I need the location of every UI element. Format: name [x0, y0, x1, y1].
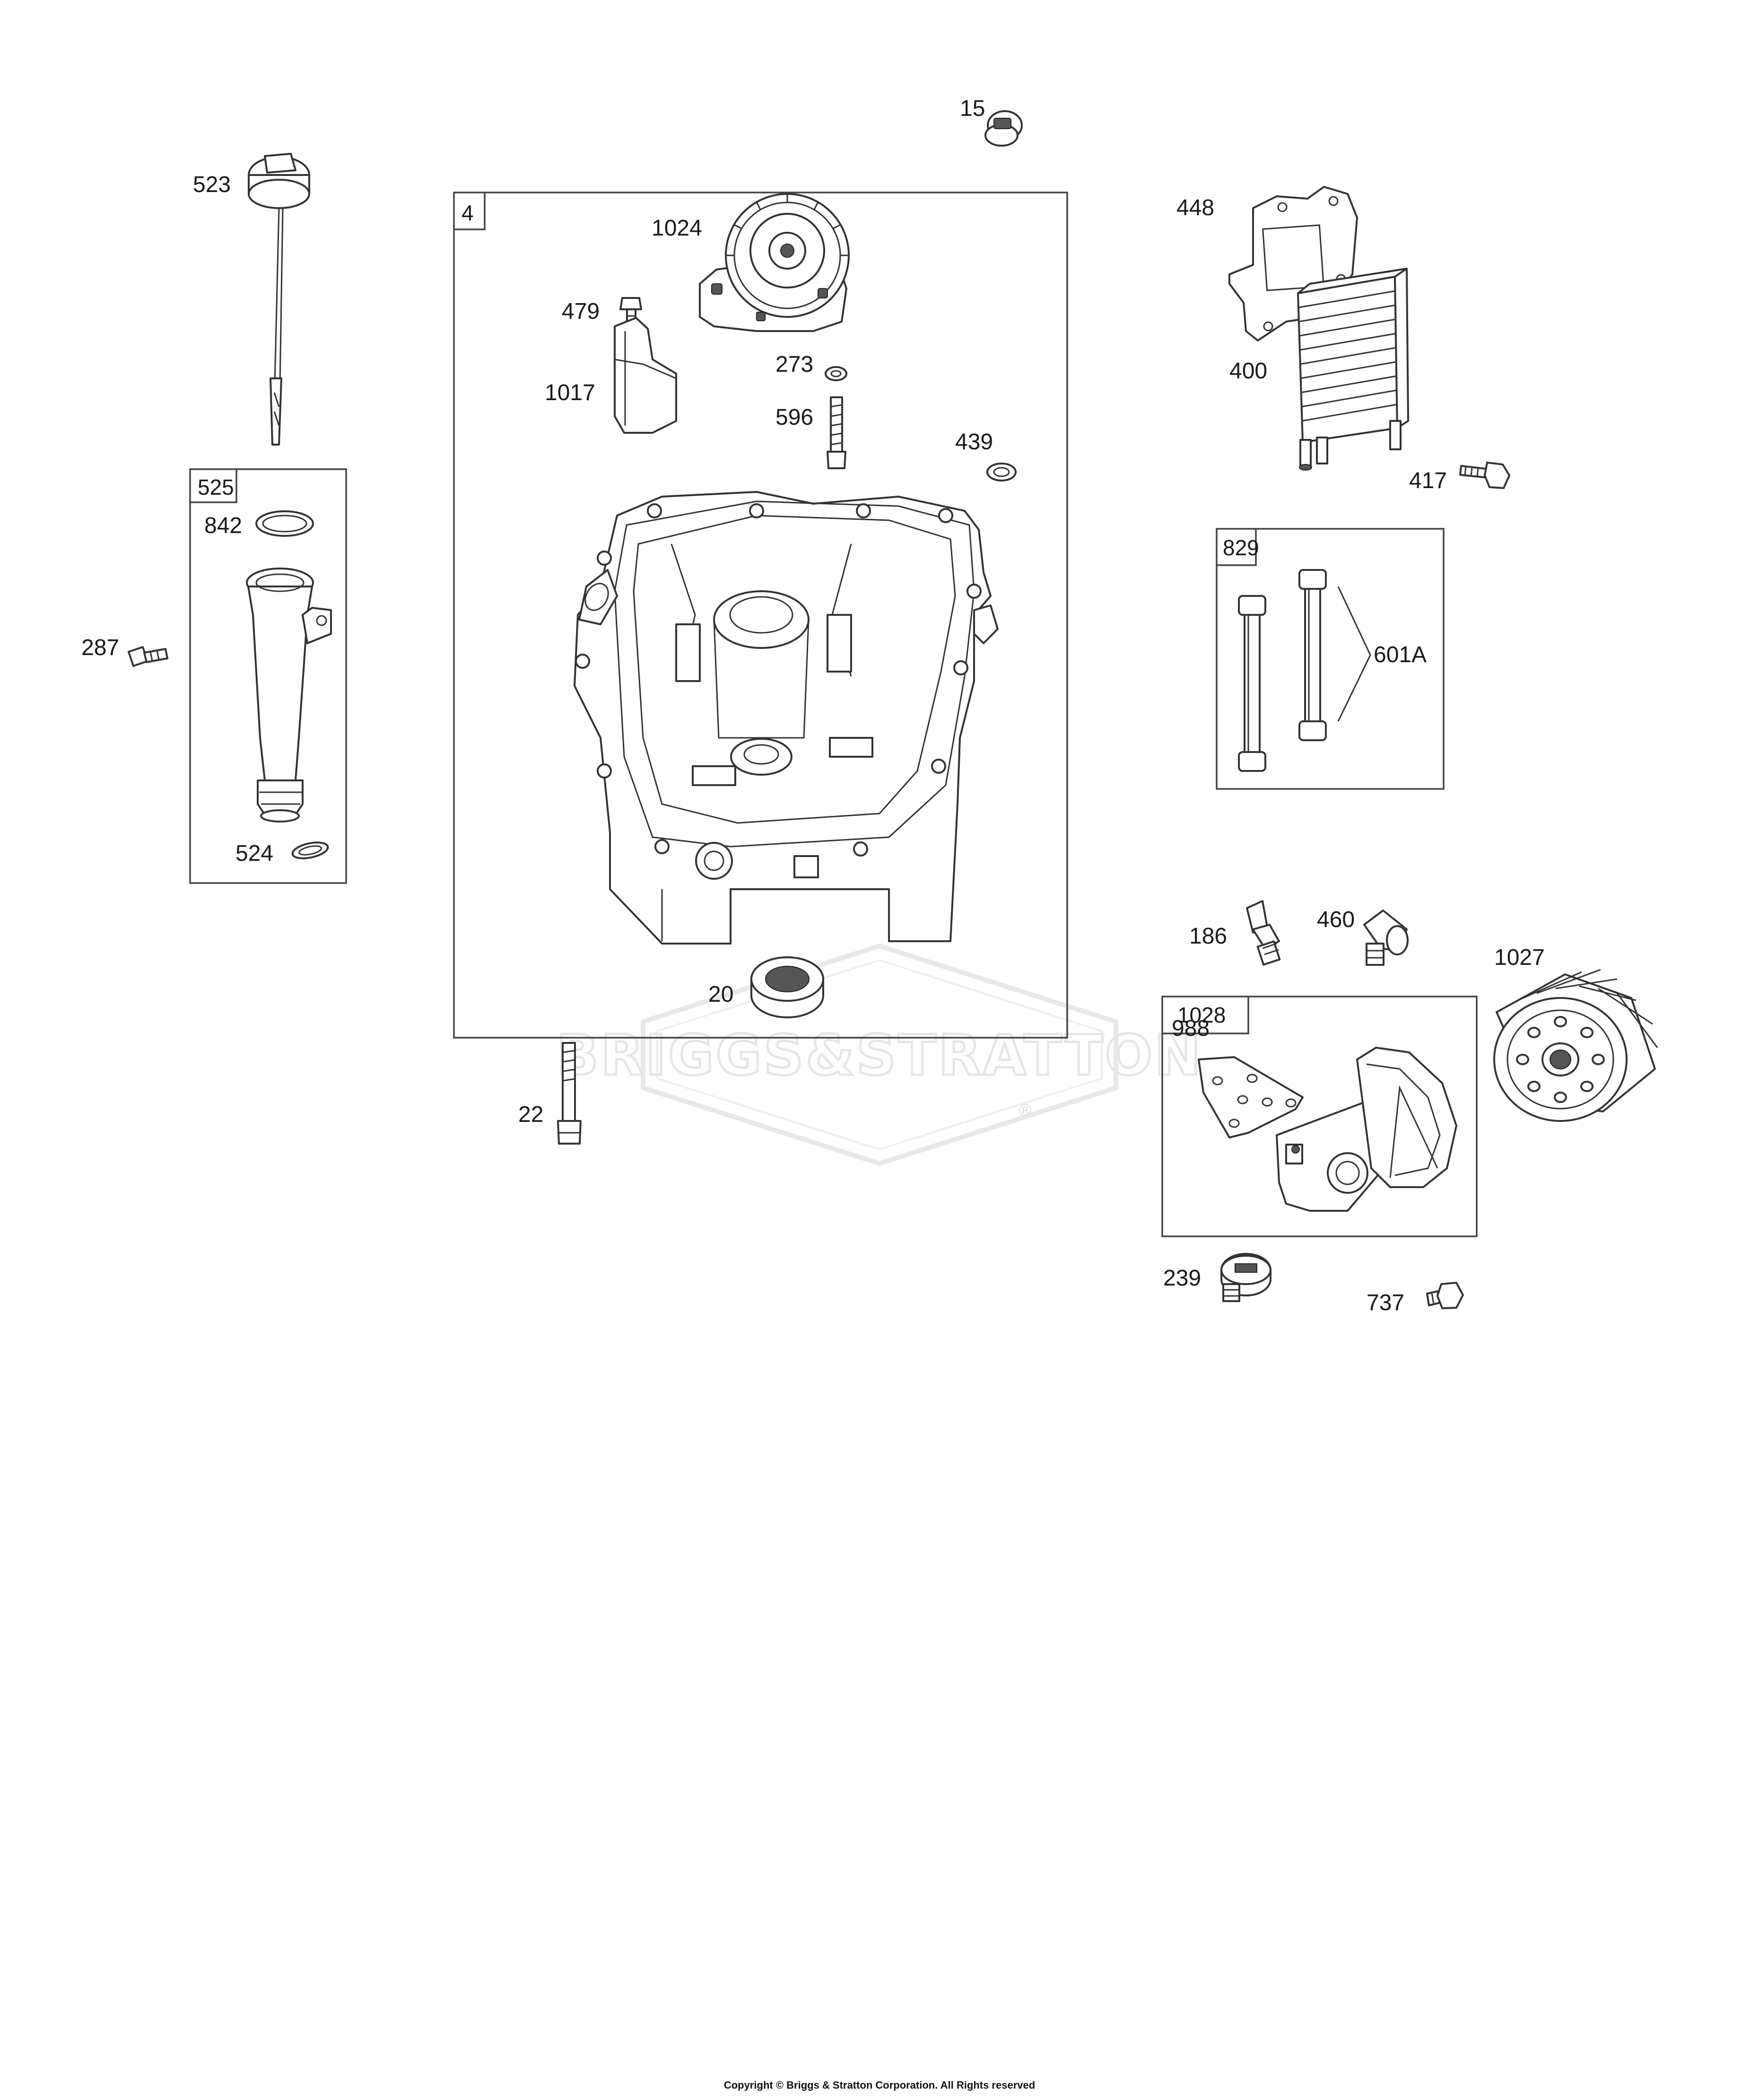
part-737-screw — [1426, 1282, 1464, 1309]
part-287-screw — [128, 646, 168, 667]
watermark-registered-mark: ® — [1017, 1101, 1034, 1120]
part-439-seal — [986, 463, 1017, 481]
callout-524: 524 — [235, 841, 273, 866]
part-273-washer — [825, 366, 847, 381]
callout-186: 186 — [1189, 924, 1227, 949]
group-frame-1028: 1028 — [1161, 996, 1478, 1237]
leader-601A — [1337, 586, 1371, 722]
callout-448: 448 — [1176, 195, 1214, 220]
part-15-plug — [984, 110, 1023, 147]
callout-601A: 601A — [1374, 642, 1427, 667]
callout-1027: 1027 — [1494, 945, 1545, 970]
callout-479: 479 — [562, 299, 600, 324]
callout-439: 439 — [955, 429, 993, 455]
callout-239: 239 — [1163, 1266, 1201, 1291]
part-20-seal — [750, 956, 824, 1018]
part-1017-pickup — [614, 317, 677, 434]
brand-watermark: BRIGGS&STRATTON ® — [555, 943, 1203, 1166]
callout-20: 20 — [708, 982, 733, 1007]
part-239-switch — [1220, 1253, 1271, 1302]
callout-22: 22 — [518, 1102, 543, 1127]
part-186-fitting — [1246, 900, 1281, 966]
callout-737: 737 — [1367, 1290, 1404, 1315]
group-frame-829: 829 — [1216, 528, 1445, 790]
part-525-dipstick-tube — [246, 568, 332, 822]
callout-400: 400 — [1229, 359, 1267, 384]
callout-4: 4 — [462, 201, 474, 225]
callout-829: 829 — [1223, 535, 1259, 560]
callout-15: 15 — [960, 96, 985, 121]
callout-1028: 1028 — [1177, 1003, 1226, 1027]
callout-287: 287 — [81, 635, 119, 660]
callout-596: 596 — [775, 405, 813, 430]
callout-1024: 1024 — [652, 216, 702, 241]
part-1024-oil-pump — [699, 193, 850, 332]
callout-273: 273 — [775, 352, 813, 377]
part-524-o-ring — [291, 841, 329, 859]
part-601A-hose — [1238, 595, 1266, 772]
callout-1017: 1017 — [545, 380, 595, 405]
part-22-bolt — [557, 1042, 582, 1145]
callout-842: 842 — [204, 513, 242, 538]
group-frame-525: 525 — [189, 468, 347, 884]
part-1027-oil-filter — [1493, 969, 1658, 1122]
callout-523: 523 — [193, 172, 231, 197]
part-988-gasket — [1198, 1056, 1304, 1138]
part-596-stud — [827, 396, 846, 469]
copyright-footer: Copyright © Briggs & Stratton Corporatio… — [723, 2079, 1036, 2091]
callout-460: 460 — [1317, 907, 1355, 932]
group-frame-4: 4 — [453, 192, 1068, 1039]
part-460-elbow — [1363, 910, 1409, 966]
callout-417: 417 — [1409, 468, 1447, 493]
part-523-dipstick — [248, 153, 310, 446]
part-1028-filter-adapter — [1276, 1047, 1457, 1212]
part-4-crankcase — [574, 491, 999, 945]
part-400-oil-cooler — [1297, 268, 1409, 471]
part-842-o-ring — [255, 510, 314, 537]
watermark-text: BRIGGS&STRATTON — [556, 1023, 1203, 1088]
callout-525: 525 — [198, 475, 234, 499]
part-601A-hose-second — [1298, 569, 1327, 741]
part-417-screw — [1459, 462, 1510, 489]
callout-988: 988 — [1172, 1016, 1210, 1041]
